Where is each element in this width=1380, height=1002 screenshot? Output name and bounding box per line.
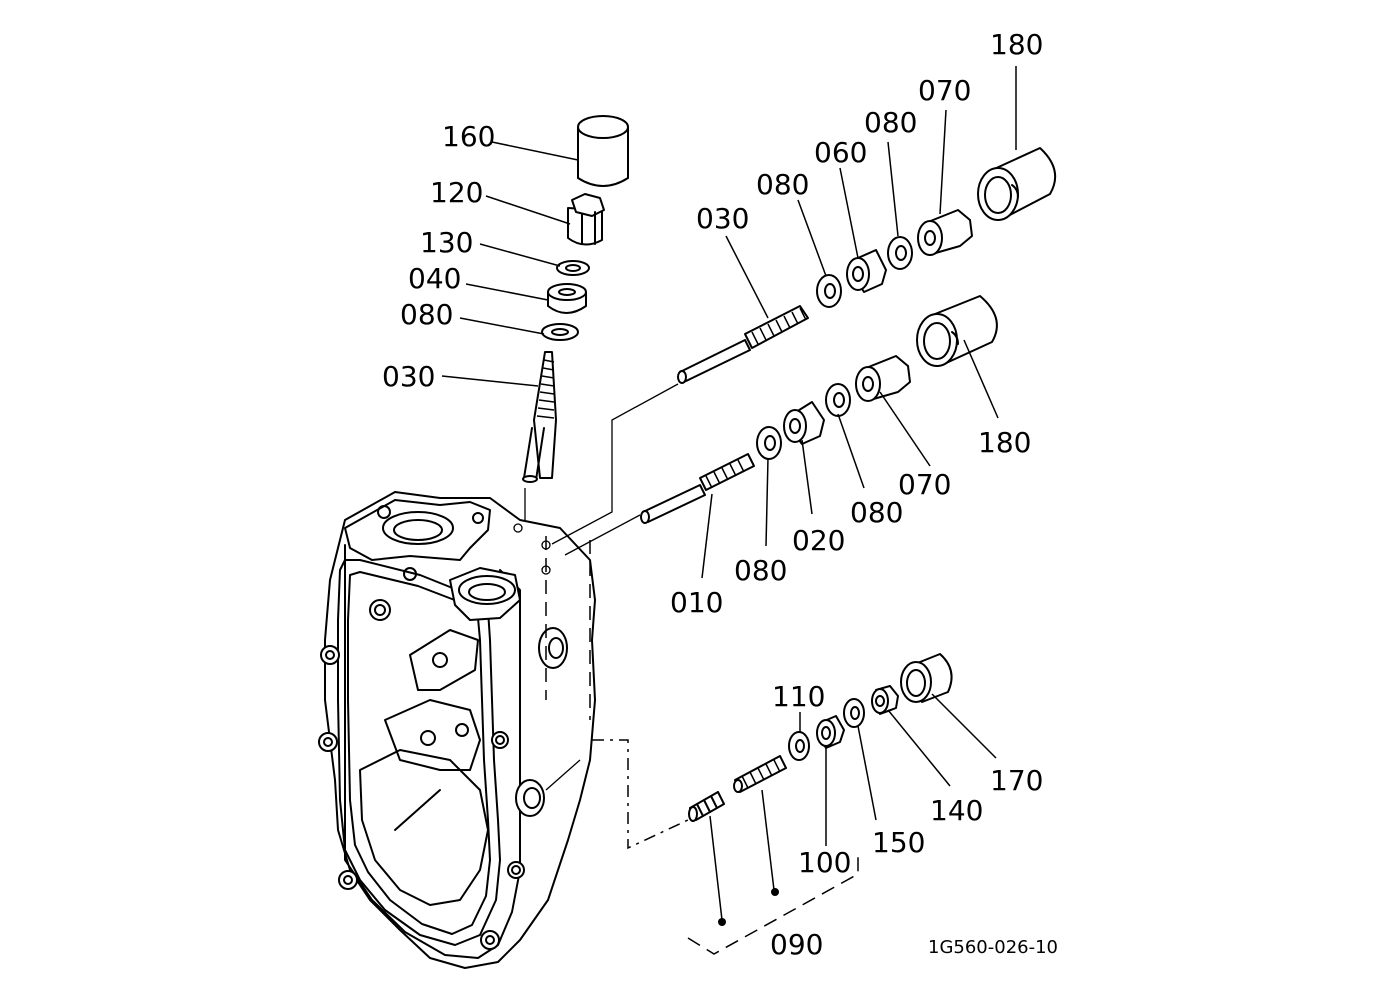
label-160: 160 <box>442 120 495 153</box>
sleeve-170 <box>900 653 953 703</box>
callout-dot <box>771 888 779 896</box>
label-150: 150 <box>872 826 925 859</box>
washer-130 <box>556 260 590 276</box>
washer-150 <box>843 698 865 728</box>
label-030-upper: 030 <box>696 202 749 235</box>
valve-housing <box>318 491 596 969</box>
middle-relief-assembly <box>640 295 998 524</box>
label-100: 100 <box>798 846 851 879</box>
screw-010 <box>640 453 755 524</box>
label-070-upper: 070 <box>918 74 971 107</box>
label-040: 040 <box>408 262 461 295</box>
cap-nut-140 <box>871 685 899 715</box>
label-170: 170 <box>990 764 1043 797</box>
nut-020 <box>783 401 825 445</box>
label-060: 060 <box>814 136 867 169</box>
label-020: 020 <box>792 524 845 557</box>
spring-090 <box>688 791 725 822</box>
label-180-upper: 180 <box>990 28 1043 61</box>
washer-080-mid-a <box>756 426 782 460</box>
nut-040 <box>547 283 587 314</box>
label-140: 140 <box>930 794 983 827</box>
label-080-mid-a: 080 <box>734 554 787 587</box>
screw-030-upper <box>677 305 809 384</box>
callout-dot <box>718 918 726 926</box>
assembly-axis-lines <box>513 383 689 850</box>
nut-100 <box>816 715 845 749</box>
poppet-090 <box>733 755 787 793</box>
leader-lines <box>441 66 1017 955</box>
label-080-upper-a: 080 <box>756 168 809 201</box>
part-labels: 180 070 080 060 080 030 160 120 130 040 … <box>382 28 1058 961</box>
figure-code: 1G560-026-10 <box>928 937 1058 958</box>
label-070-mid: 070 <box>898 468 951 501</box>
washer-080-mid-b <box>825 383 851 417</box>
label-110: 110 <box>772 680 825 713</box>
upper-relief-assembly <box>677 147 1057 384</box>
label-180-mid: 180 <box>978 426 1031 459</box>
label-080-upper-b: 080 <box>864 106 917 139</box>
label-120: 120 <box>430 176 483 209</box>
sleeve-180-mid <box>916 295 998 367</box>
label-010: 010 <box>670 586 723 619</box>
sleeve-180-upper <box>977 147 1057 221</box>
washer-080-left <box>541 323 579 341</box>
washer-080-upper-b <box>887 236 913 270</box>
lower-relief-assembly <box>688 653 953 822</box>
cap-nut-070-upper <box>917 209 973 256</box>
nut-120 <box>567 193 605 246</box>
label-080-left: 080 <box>400 298 453 331</box>
label-080-mid-b: 080 <box>850 496 903 529</box>
screw-030-vertical <box>522 351 557 483</box>
washer-110 <box>788 731 810 761</box>
label-130: 130 <box>420 226 473 259</box>
cap-160 <box>577 115 629 187</box>
nut-060 <box>846 249 887 293</box>
label-090: 090 <box>770 928 823 961</box>
cap-nut-070-mid <box>855 355 911 402</box>
vertical-adjuster-stack <box>522 115 629 483</box>
label-030-left: 030 <box>382 360 435 393</box>
washer-080-upper-a <box>816 274 842 308</box>
